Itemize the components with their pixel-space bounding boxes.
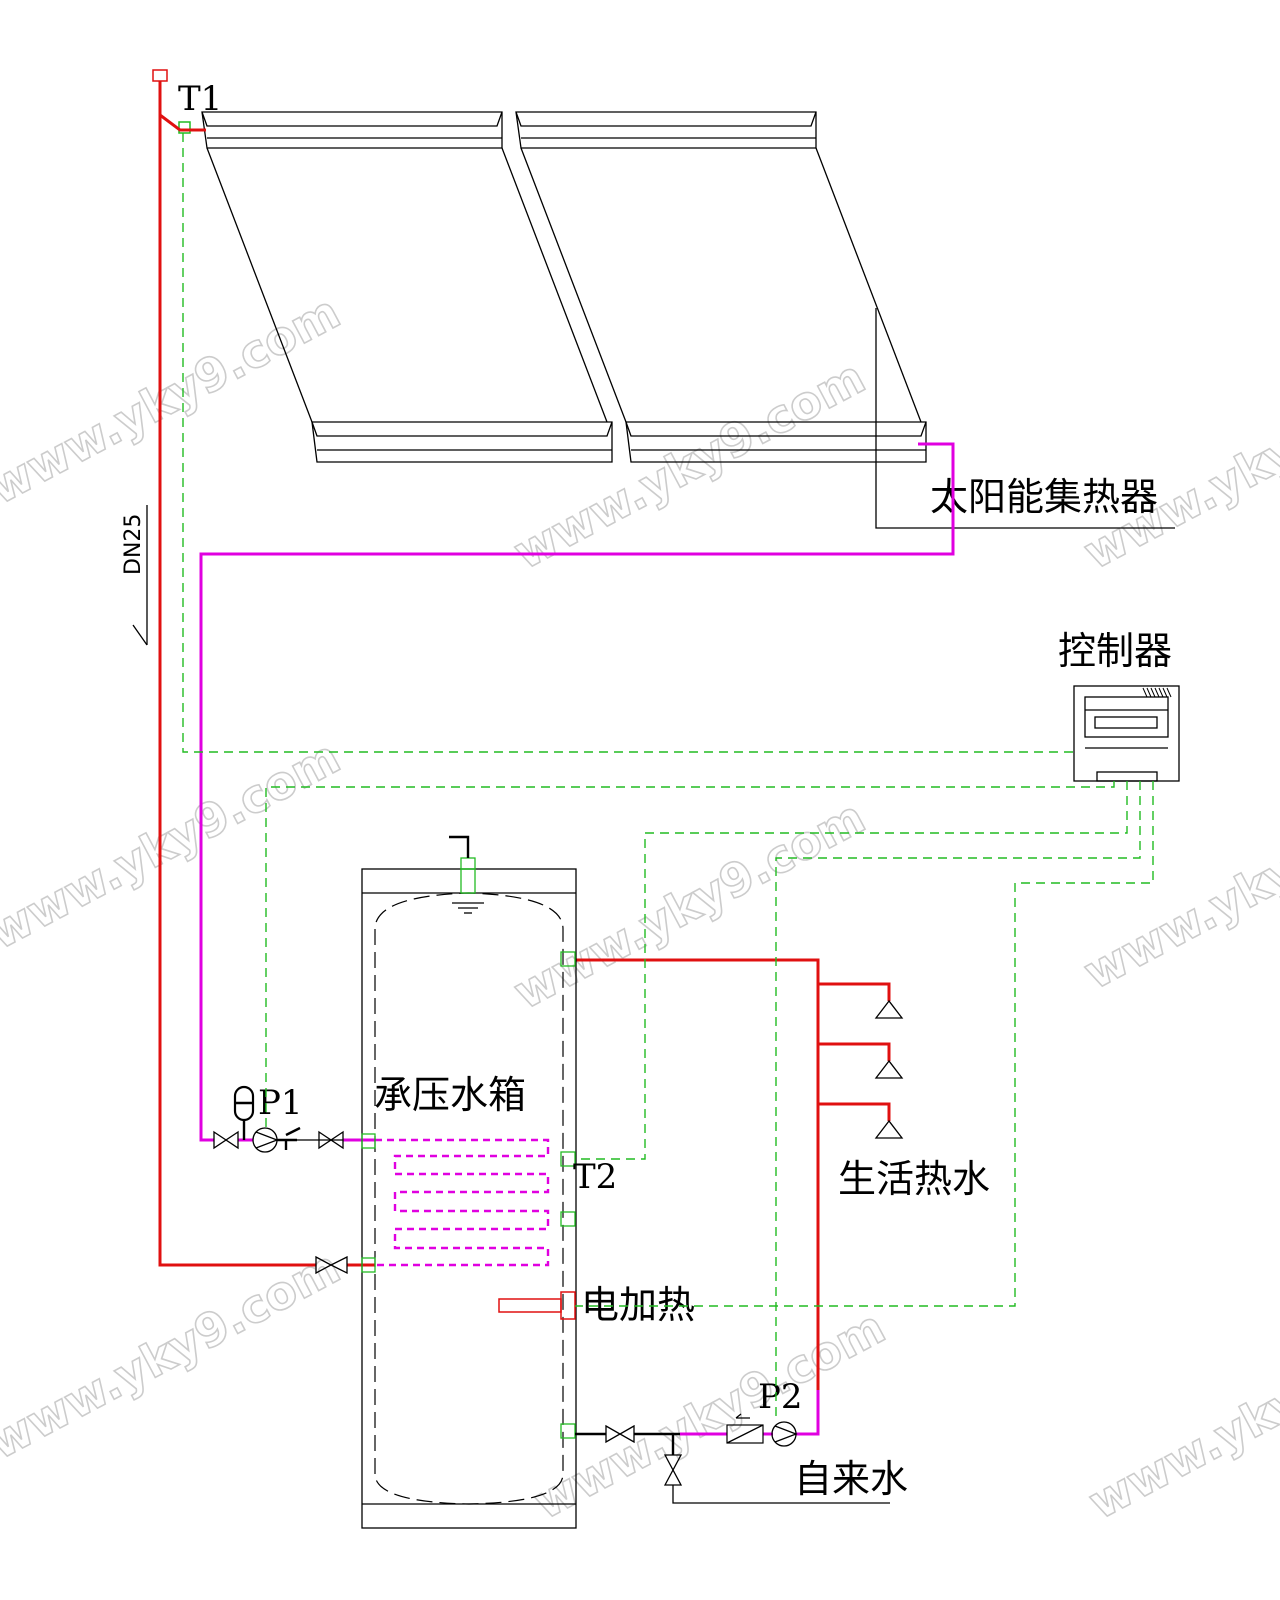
valve-icon: [297, 1130, 344, 1150]
watermark-text: www.yky9.com: [505, 349, 874, 579]
watermark-layer: www.yky9.com www.yky9.com www.yky9.com w…: [0, 284, 1280, 1531]
domestic-hot-water-pipe: [575, 958, 891, 1390]
pump-p2-icon: [771, 1421, 798, 1447]
watermark-text: www.yky9.com: [1080, 1299, 1280, 1529]
shower-head-icon: [874, 999, 904, 1019]
controller-label: 控制器: [1058, 629, 1172, 673]
tank-connection-stubs: [361, 951, 576, 1439]
pump-p1-icon: [252, 1127, 279, 1153]
pump-p2-label: P2: [758, 1377, 803, 1417]
valve-icon: [315, 1255, 348, 1275]
check-valve-icon: [277, 1126, 301, 1150]
watermark-text: www.yky9.com: [0, 284, 349, 514]
watermark-text: www.yky9.com: [1075, 769, 1280, 999]
tank-label: 承压水箱: [374, 1073, 526, 1117]
shower-head-icon: [874, 1059, 904, 1079]
sensor-signal-wires: [182, 133, 1154, 1421]
safety-valve-icon: [449, 835, 476, 894]
valve-icon: [605, 1424, 635, 1444]
pipe-size-label: DN25: [121, 514, 146, 575]
collector-label: 太阳能集热器: [930, 475, 1158, 519]
hot-water-label: 生活热水: [838, 1157, 990, 1201]
valve-icon: [213, 1130, 239, 1150]
watermark-text: www.yky9.com: [0, 1239, 349, 1469]
cold-water-inlet-pipe: [575, 1432, 890, 1504]
watermark-text: www.yky9.com: [1075, 349, 1280, 579]
heat-exchanger-coil: [375, 1138, 550, 1267]
solar-collector-panel-left: [201, 111, 613, 463]
tap-water-label: 自来水: [794, 1457, 908, 1501]
check-valve-icon: [726, 1413, 764, 1444]
valve-icon: [663, 1454, 683, 1486]
electric-heater-label: 电加热: [581, 1283, 695, 1327]
shower-head-icon: [874, 1119, 904, 1139]
pipe-size-marker: DN25: [121, 505, 148, 646]
pump-p1-label: P1: [258, 1083, 303, 1123]
hot-supply-pipe-collector: [158, 81, 375, 1267]
controller-unit: [1073, 685, 1180, 782]
solar-collector-panel-right: [515, 111, 927, 463]
sensor-t2-label: T2: [573, 1157, 617, 1197]
air-vent-icon: [152, 69, 168, 82]
expansion-tank-icon: [233, 1085, 255, 1140]
watermark-text: www.yky9.com: [0, 729, 349, 959]
solar-return-pipe: [199, 442, 955, 1436]
sensor-t1-label: T1: [178, 79, 222, 119]
collector-label-leader: [875, 308, 1175, 529]
